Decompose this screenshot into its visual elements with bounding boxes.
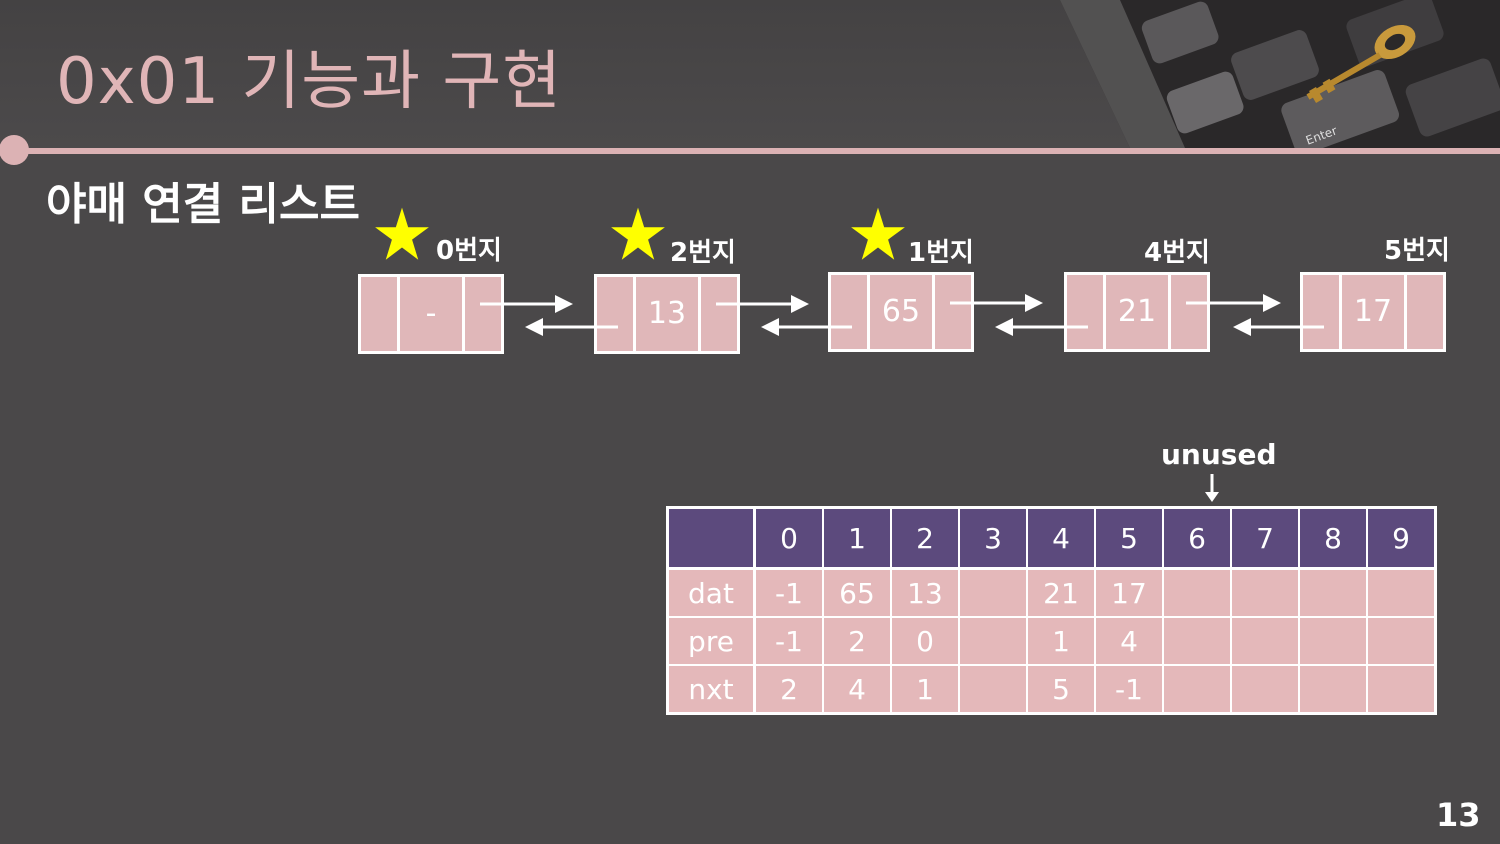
node-address-label: 0번지	[436, 236, 502, 266]
table-cell	[1162, 567, 1232, 618]
node-value: 13	[647, 296, 687, 331]
index-header: 8	[1298, 506, 1368, 570]
node-prev-cell	[361, 277, 400, 351]
node-value: 17	[1353, 294, 1393, 329]
table-header-row: 0 1 2 3 4 5 6 7 8 9	[666, 506, 1437, 570]
index-header: 7	[1230, 506, 1300, 570]
table-cell: 0	[890, 616, 960, 666]
table-cell	[1298, 616, 1368, 666]
node-address-label: 4번지	[1144, 238, 1210, 268]
table-cell: -1	[753, 567, 824, 618]
index-header: 6	[1162, 506, 1232, 570]
list-node: 13	[594, 274, 740, 354]
table-cell	[958, 567, 1028, 618]
key-icon	[1306, 24, 1416, 104]
table-cell	[1298, 664, 1368, 715]
row-label: nxt	[666, 664, 756, 715]
table-cell	[1230, 664, 1300, 715]
table-cell: -1	[1094, 664, 1164, 715]
node-next-cell	[1404, 275, 1443, 349]
table-cell: 2	[753, 664, 824, 715]
node-prev-cell	[597, 277, 636, 351]
keyboard-key-photo: Enter	[1060, 0, 1500, 148]
page-number: 13	[1436, 796, 1481, 834]
table-cell: 4	[822, 664, 892, 715]
table-cell	[1162, 664, 1232, 715]
table-cell: 13	[890, 567, 960, 618]
row-label: dat	[666, 567, 756, 618]
node-next-cell	[1168, 275, 1207, 349]
table-cell: 1	[1026, 616, 1096, 666]
node-prev-cell	[1067, 275, 1106, 349]
title-divider	[0, 148, 1500, 154]
node-address-label: 1번지	[908, 238, 974, 268]
node-address-label: 2번지	[670, 238, 736, 268]
unused-label: unused	[1161, 438, 1277, 471]
table-cell: 65	[822, 567, 892, 618]
node-value: -	[425, 296, 437, 331]
node-prev-cell	[1303, 275, 1342, 349]
slide-title: 0x01 기능과 구현	[56, 45, 563, 119]
index-header: 1	[822, 506, 892, 570]
divider-dot	[0, 135, 29, 165]
index-header: 3	[958, 506, 1028, 570]
table-cell: 4	[1094, 616, 1164, 666]
node-address-label: 5번지	[1384, 236, 1450, 266]
star-icon	[851, 207, 905, 260]
list-node: -	[358, 274, 504, 354]
table-cell	[1366, 567, 1437, 618]
list-node: 17	[1300, 272, 1446, 352]
table-cell: 21	[1026, 567, 1096, 618]
table-corner-cell	[666, 506, 756, 570]
table-row-pre: pre -1 2 0 1 4	[666, 616, 1437, 666]
unused-pointer-arrow	[1205, 474, 1219, 502]
array-table: 0 1 2 3 4 5 6 7 8 9 dat -1 65 13 21 17 p…	[666, 506, 1437, 715]
table-cell: 5	[1026, 664, 1096, 715]
slide-subtitle: 야매 연결 리스트	[46, 179, 360, 230]
table-cell	[958, 616, 1028, 666]
index-header: 0	[753, 506, 824, 570]
index-header: 9	[1366, 506, 1437, 570]
star-icon	[375, 207, 429, 260]
index-header: 4	[1026, 506, 1096, 570]
table-cell	[1162, 616, 1232, 666]
node-value: 65	[881, 294, 921, 329]
table-row-nxt: nxt 2 4 1 5 -1	[666, 664, 1437, 715]
table-cell	[1230, 616, 1300, 666]
table-cell: -1	[753, 616, 824, 666]
node-prev-cell	[831, 275, 870, 349]
list-node: 21	[1064, 272, 1210, 352]
index-header: 2	[890, 506, 960, 570]
index-header: 5	[1094, 506, 1164, 570]
node-next-cell	[698, 277, 737, 351]
list-node: 65	[828, 272, 974, 352]
table-row-dat: dat -1 65 13 21 17	[666, 567, 1437, 618]
star-icon	[611, 207, 665, 260]
table-cell	[1366, 616, 1437, 666]
table-cell: 2	[822, 616, 892, 666]
table-cell	[1298, 567, 1368, 618]
node-next-cell	[932, 275, 971, 349]
table-cell	[1230, 567, 1300, 618]
node-value: 21	[1117, 294, 1157, 329]
table-cell	[1366, 664, 1437, 715]
table-cell: 17	[1094, 567, 1164, 618]
row-label: pre	[666, 616, 756, 666]
table-cell	[958, 664, 1028, 715]
node-next-cell	[462, 277, 501, 351]
table-cell: 1	[890, 664, 960, 715]
